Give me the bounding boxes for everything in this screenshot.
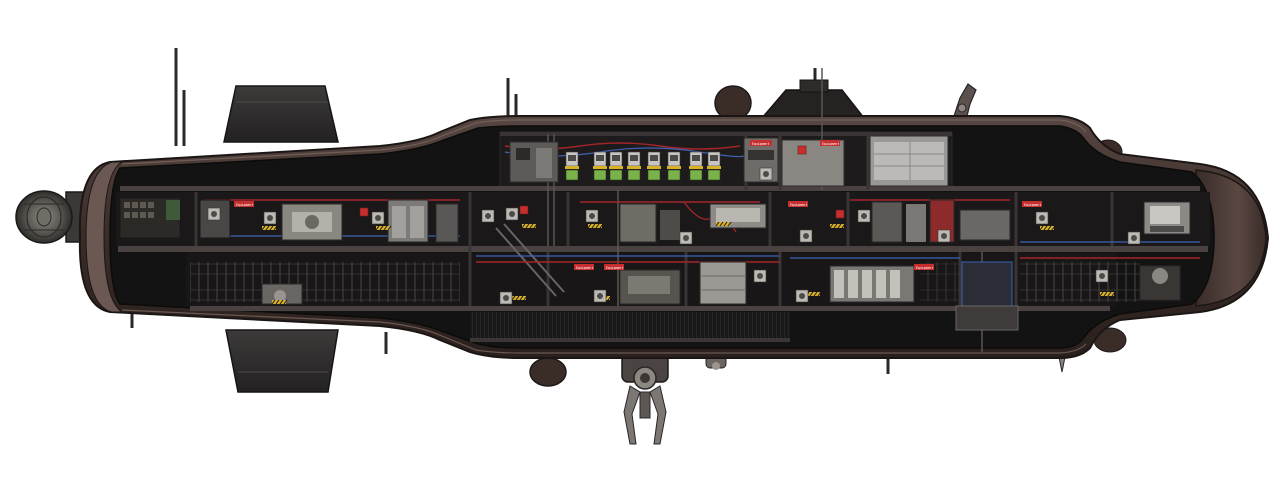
junction-box xyxy=(857,209,871,223)
bottom-fin xyxy=(225,329,339,393)
junction-box xyxy=(799,229,813,243)
junction-box xyxy=(1095,269,1109,283)
terminal xyxy=(565,151,579,181)
junction-box xyxy=(263,211,277,225)
upper-console-row xyxy=(509,135,949,187)
room-tag xyxy=(750,140,772,146)
junction-box xyxy=(207,207,221,221)
room-tag xyxy=(788,201,808,207)
junction-box xyxy=(1127,231,1141,245)
room-tag xyxy=(1022,201,1042,207)
hazard-stripe xyxy=(829,223,846,229)
hull-nose xyxy=(1195,169,1267,307)
hazard-stripe xyxy=(511,295,528,301)
junction-box xyxy=(759,167,773,181)
junction-box xyxy=(679,231,693,245)
room-tag xyxy=(234,201,254,207)
room-tag-label: Equipment xyxy=(576,266,593,270)
hazard-stripe xyxy=(271,299,288,305)
terminal xyxy=(627,151,641,181)
room-tag xyxy=(604,264,624,270)
hazard-stripe xyxy=(521,223,538,229)
terminal xyxy=(593,151,607,181)
room-tag-label: Equipment xyxy=(1024,203,1041,207)
terminal xyxy=(707,151,721,181)
room-tag-label: Equipment xyxy=(606,266,623,270)
junction-box xyxy=(795,289,809,303)
room-tag xyxy=(914,264,934,270)
junction-box xyxy=(371,211,385,225)
junction-box xyxy=(481,209,495,223)
mid-deck-machinery xyxy=(119,197,1191,243)
terminal xyxy=(647,151,661,181)
junction-box xyxy=(499,291,513,305)
lower-deck-machinery xyxy=(261,261,1181,331)
terminal xyxy=(667,151,681,181)
junction-box xyxy=(505,207,519,221)
hazard-stripe xyxy=(587,223,604,229)
room-label-tags: Equipment Equipment Equipment Equipment … xyxy=(234,140,1042,270)
room-tag-label: Equipment xyxy=(752,142,769,146)
terminal-bank xyxy=(565,151,721,181)
hazard-stripe xyxy=(1099,291,1116,297)
room-tag xyxy=(574,264,594,270)
room-tag-label: Equipment xyxy=(916,266,933,270)
top-sail-fin xyxy=(223,85,339,143)
room-tag-label: Equipment xyxy=(822,142,839,146)
junction-box xyxy=(753,269,767,283)
junction-box xyxy=(1035,211,1049,225)
hazard-stripe xyxy=(375,225,392,231)
room-tag xyxy=(820,140,840,146)
junction-boxes xyxy=(207,167,1141,305)
hazard-stripe xyxy=(261,225,278,231)
room-tag-label: Equipment xyxy=(790,203,807,207)
docking-drone-icon xyxy=(621,353,669,445)
junction-box xyxy=(593,289,607,303)
hazard-stripe xyxy=(715,221,732,227)
junction-box xyxy=(937,229,951,243)
hazard-stripe xyxy=(1039,225,1056,231)
terminal xyxy=(609,151,623,181)
room-tag-label: Equipment xyxy=(236,203,253,207)
junction-box xyxy=(585,209,599,223)
terminal xyxy=(689,151,703,181)
